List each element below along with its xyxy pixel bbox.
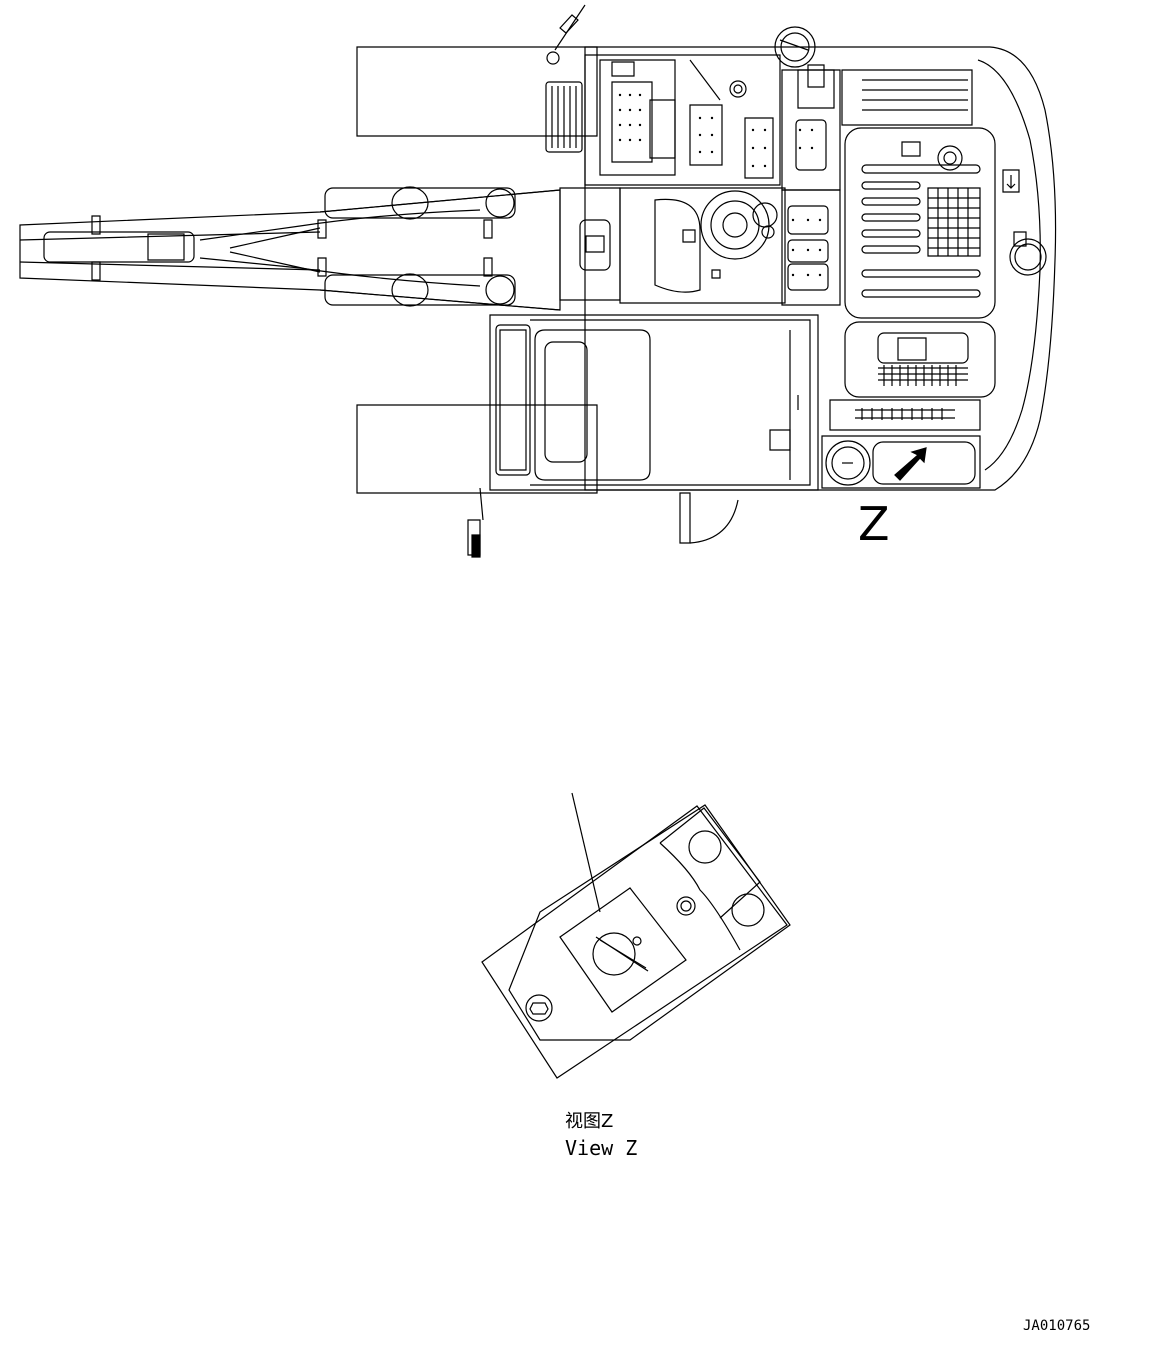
track-lower <box>357 405 597 493</box>
detail-outer-plate <box>482 806 787 1078</box>
drawing-number: JA010765 <box>1023 1318 1090 1334</box>
boom-mount <box>560 188 620 300</box>
panel-dots <box>618 93 822 277</box>
detail-hole-2 <box>732 894 764 926</box>
counterweight-inner <box>978 60 1040 470</box>
detail-inner-plate <box>509 805 790 1040</box>
machine-top-view <box>20 5 1056 557</box>
decal-dial <box>593 933 635 975</box>
engine-hood <box>842 70 995 318</box>
detail-hole-3 <box>677 897 695 915</box>
view-z-detail <box>482 793 790 1078</box>
front-compartment <box>585 55 780 185</box>
view-marker-label: Z <box>858 497 890 551</box>
mirror-top <box>546 5 585 152</box>
view-caption-en: View Z <box>565 1136 637 1160</box>
operator-cab <box>490 315 818 543</box>
arrow-indicator <box>895 448 926 480</box>
decal-label <box>560 888 686 1012</box>
detail-bolt <box>526 995 552 1021</box>
top-cap <box>775 27 815 67</box>
boom-cylinders <box>92 187 515 306</box>
tank-area <box>822 436 980 488</box>
counterweight-details <box>1003 170 1046 275</box>
mirror-bottom <box>468 488 483 557</box>
leader-line <box>572 793 600 912</box>
view-caption-cn: 视图Z <box>565 1111 613 1132</box>
body-outline <box>585 47 1056 490</box>
detail-hole-1 <box>689 831 721 863</box>
track-upper <box>357 47 597 136</box>
boom-arm <box>20 190 560 310</box>
control-panel <box>782 65 840 305</box>
radiator-area <box>830 322 995 430</box>
swing-gear-area <box>620 188 785 303</box>
